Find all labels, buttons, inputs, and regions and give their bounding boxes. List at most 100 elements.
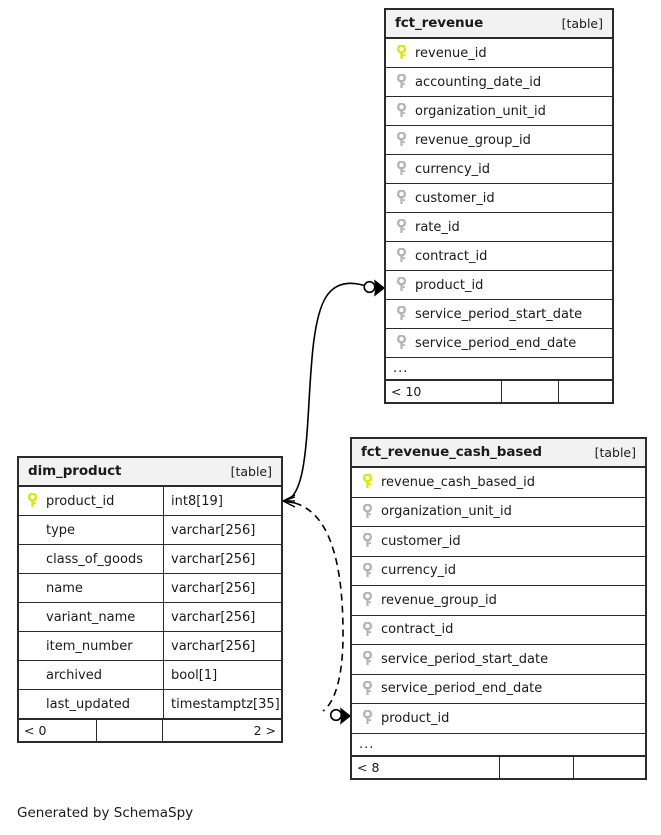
table-row[interactable]: currency_id	[352, 557, 645, 586]
column-name: organization_unit_id	[381, 504, 512, 520]
key-icon-foreign	[361, 651, 374, 667]
table-row[interactable]: accounting_date_id	[386, 68, 612, 97]
key-icon-foreign	[395, 277, 408, 293]
footer-incoming-count[interactable]: < 10	[386, 381, 502, 402]
column-type: varchar[256]	[163, 574, 281, 602]
table-row[interactable]: contract_id	[386, 242, 612, 271]
column-name: revenue_id	[415, 45, 487, 61]
table-kind-label: [table]	[561, 15, 603, 31]
column-name: variant_name	[46, 609, 136, 625]
column-cell: contract_id	[386, 242, 612, 270]
table-fct-revenue-cash-based[interactable]: fct_revenue_cash_based [table] revenue_c…	[350, 437, 647, 780]
column-type: timestamptz[35]	[163, 690, 287, 718]
table-header-fct-revenue: fct_revenue [table]	[386, 10, 612, 39]
table-row[interactable]: customer_id	[352, 527, 645, 557]
column-cell: contract_id	[352, 616, 645, 645]
column-cell: type	[19, 516, 163, 544]
table-row[interactable]: product_id int8[19]	[19, 487, 281, 516]
column-type: varchar[256]	[163, 516, 281, 544]
table-kind-label: [table]	[230, 463, 272, 479]
table-row[interactable]: contract_id	[352, 616, 645, 645]
table-row[interactable]: organization_unit_id	[352, 498, 645, 527]
table-kind-label: [table]	[594, 444, 636, 460]
column-name: contract_id	[415, 248, 488, 264]
key-icon-foreign	[361, 710, 374, 726]
table-dim-product[interactable]: dim_product [table] product_id int8[19] …	[17, 456, 283, 743]
table-row[interactable]: service_period_end_date	[386, 329, 612, 358]
column-cell: last_updated	[19, 690, 163, 718]
footer-incoming-count[interactable]: < 8	[352, 756, 500, 778]
table-row[interactable]: class_of_goods varchar[256]	[19, 545, 281, 574]
column-name: last_updated	[46, 696, 131, 712]
footer-outgoing-count[interactable]	[559, 381, 612, 402]
crowsfoot-fct-rev-cash	[340, 707, 352, 725]
table-row[interactable]: archived bool[1]	[19, 661, 281, 690]
crowsfoot-dim-product-dashed	[282, 496, 296, 504]
table-row[interactable]: service_period_start_date	[386, 300, 612, 329]
key-icon-foreign	[395, 132, 408, 148]
table-header-fct-revenue-cash-based: fct_revenue_cash_based [table]	[352, 439, 645, 468]
column-cell: item_number	[19, 632, 163, 660]
column-cell: product_id	[386, 271, 612, 299]
table-row[interactable]: organization_unit_id	[386, 97, 612, 126]
table-row[interactable]: service_period_end_date	[352, 675, 645, 704]
table-row[interactable]: item_number varchar[256]	[19, 632, 281, 661]
truncation-indicator: ...	[386, 358, 612, 380]
table-header-dim-product: dim_product [table]	[19, 458, 281, 487]
table-row[interactable]: last_updated timestamptz[35]	[19, 690, 281, 719]
column-type: varchar[256]	[163, 603, 281, 631]
table-footer: < 10	[386, 380, 612, 402]
column-cell: rate_id	[386, 213, 612, 241]
table-row[interactable]: revenue_id	[386, 39, 612, 68]
table-fct-revenue[interactable]: fct_revenue [table] revenue_id accountin…	[384, 8, 614, 404]
footer-outgoing-count[interactable]: 2 >	[253, 723, 276, 738]
table-title: dim_product	[28, 463, 122, 479]
column-cell: archived	[19, 661, 163, 689]
crowsfoot-fct-revenue	[374, 279, 386, 297]
table-row[interactable]: revenue_group_id	[386, 126, 612, 155]
table-row[interactable]: revenue_group_id	[352, 586, 645, 616]
column-name: name	[46, 580, 83, 596]
column-name: item_number	[46, 638, 133, 654]
key-icon-foreign	[361, 592, 374, 608]
table-title: fct_revenue	[395, 15, 484, 31]
table-row[interactable]: name varchar[256]	[19, 574, 281, 603]
footer-outgoing-count[interactable]	[574, 757, 645, 778]
column-cell: organization_unit_id	[386, 97, 612, 125]
column-cell: revenue_cash_based_id	[352, 468, 645, 497]
column-cell: currency_id	[386, 155, 612, 183]
column-cell: customer_id	[386, 184, 612, 212]
column-type: int8[19]	[163, 487, 281, 515]
key-icon-foreign	[395, 219, 408, 235]
column-name: product_id	[415, 277, 484, 293]
footer-incoming-count[interactable]: < 0	[19, 720, 97, 741]
zero-marker-fct-revenue	[363, 280, 376, 294]
column-name: revenue_cash_based_id	[381, 474, 535, 490]
column-cell: revenue_group_id	[352, 586, 645, 615]
table-row[interactable]: customer_id	[386, 184, 612, 213]
column-name: archived	[46, 667, 102, 683]
key-icon-foreign	[361, 503, 374, 520]
table-row[interactable]: service_period_start_date	[352, 645, 645, 675]
column-name: customer_id	[381, 533, 461, 549]
column-cell: variant_name	[19, 603, 163, 631]
column-name: revenue_group_id	[415, 132, 531, 148]
key-icon-foreign	[395, 103, 408, 119]
column-name: accounting_date_id	[415, 74, 542, 90]
table-row[interactable]: product_id	[386, 271, 612, 300]
column-cell: service_period_start_date	[386, 300, 612, 328]
table-row[interactable]: variant_name varchar[256]	[19, 603, 281, 632]
relationship-dim-product-to-fct-rev-cash	[282, 496, 352, 725]
column-name: rate_id	[415, 219, 460, 235]
column-name: currency_id	[415, 161, 491, 177]
table-row[interactable]: revenue_cash_based_id	[352, 468, 645, 498]
column-cell: customer_id	[352, 527, 645, 556]
table-row[interactable]: currency_id	[386, 155, 612, 184]
table-row[interactable]: product_id	[352, 704, 645, 734]
column-cell: revenue_group_id	[386, 126, 612, 154]
column-name: contract_id	[381, 622, 454, 638]
column-cell: product_id	[352, 704, 645, 733]
key-icon-primary	[395, 45, 408, 61]
table-row[interactable]: rate_id	[386, 213, 612, 242]
table-row[interactable]: type varchar[256]	[19, 516, 281, 545]
